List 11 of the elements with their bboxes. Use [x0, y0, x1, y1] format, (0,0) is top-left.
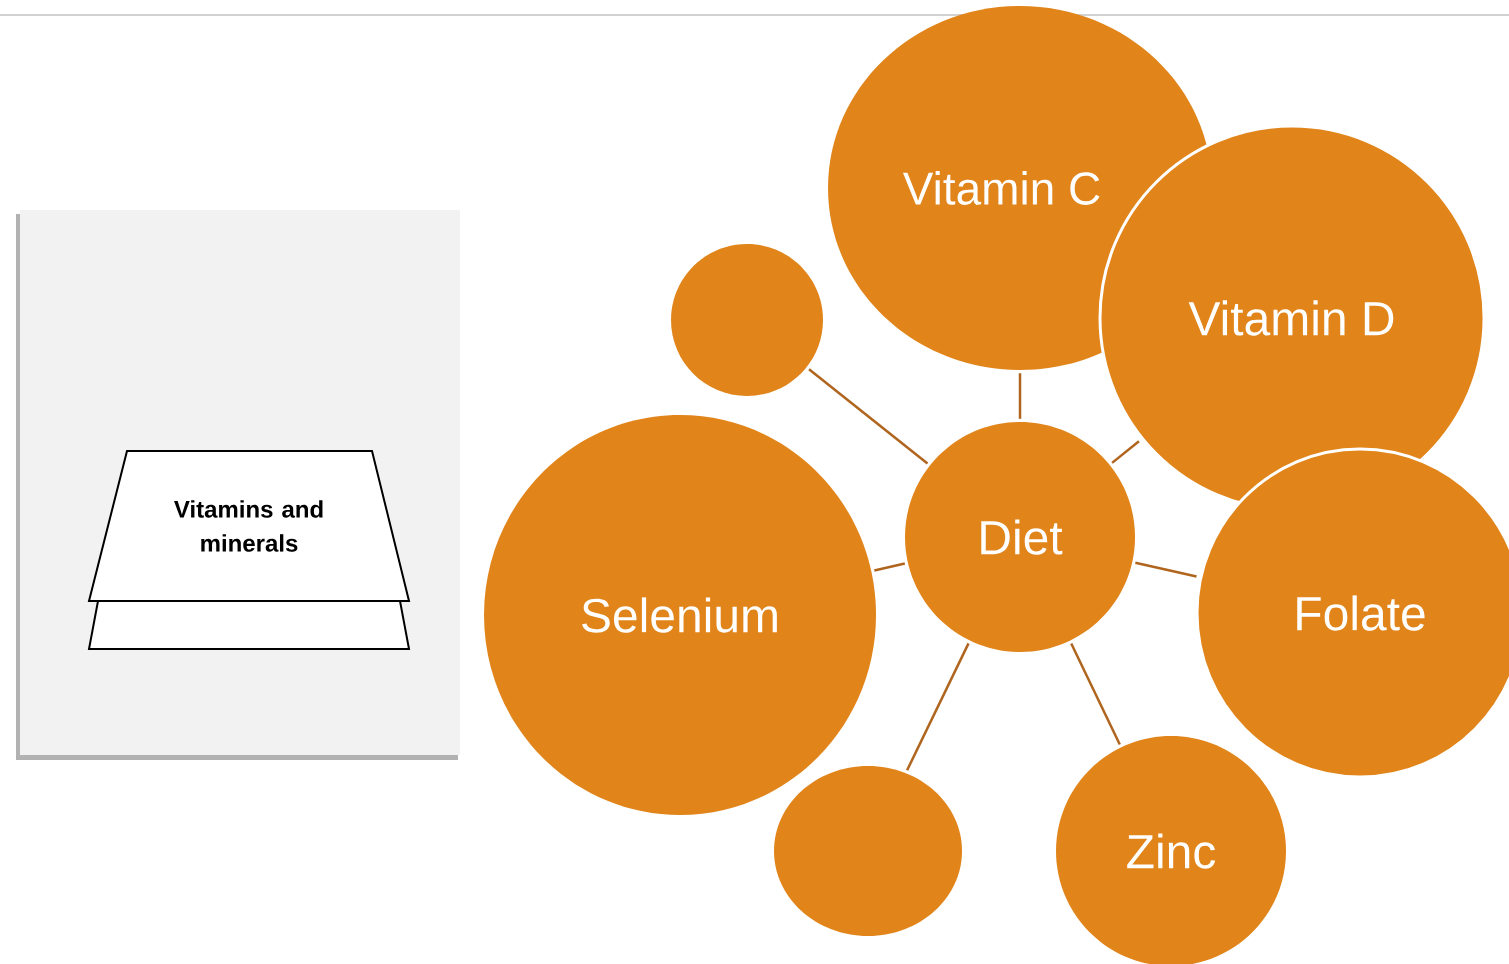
- connector-line: [1135, 561, 1197, 578]
- connector-line: [1111, 440, 1140, 464]
- connector-line: [874, 562, 906, 572]
- node-label: Folate: [1297, 595, 1425, 631]
- circle: [774, 766, 962, 936]
- circle: [671, 244, 823, 396]
- connector-line: [905, 642, 970, 771]
- connector-line: [808, 368, 929, 465]
- node-label: Vitamin C: [902, 171, 1100, 205]
- connector-line: [1018, 373, 1022, 419]
- connector-line: [1070, 642, 1121, 746]
